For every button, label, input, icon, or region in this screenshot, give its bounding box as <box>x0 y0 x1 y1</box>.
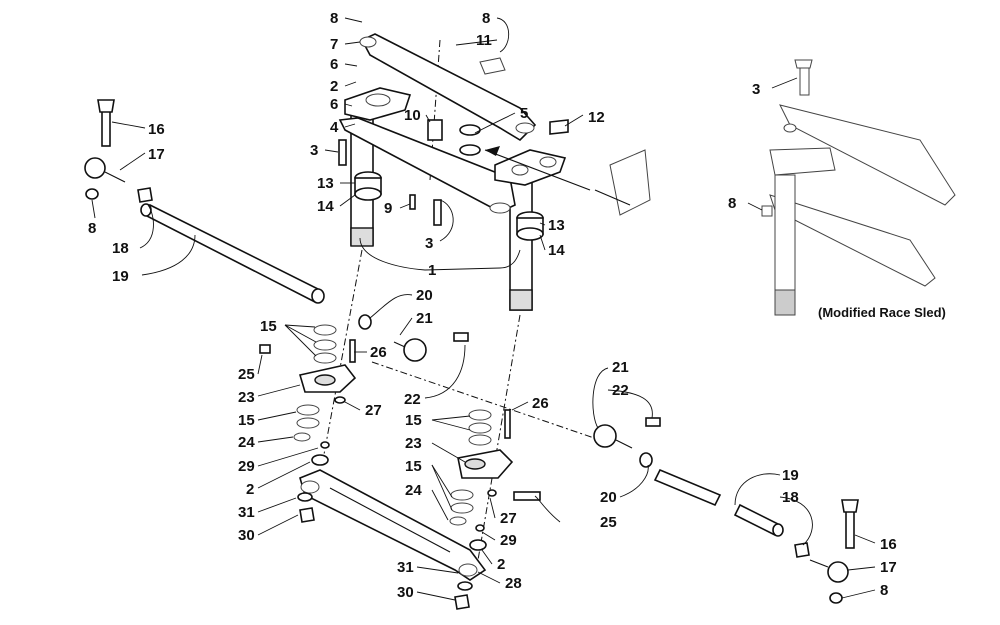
callout-25-right: 25 <box>600 514 617 531</box>
callout-29-left: 29 <box>238 458 255 475</box>
callout-2-left: 2 <box>246 481 254 498</box>
cap-12 <box>549 119 569 135</box>
callout-25-left: 25 <box>238 366 255 383</box>
callout-8-top: 8 <box>330 10 338 27</box>
callout-6-a: 6 <box>330 56 338 73</box>
bolt-3b <box>433 199 442 226</box>
tie-rod-end-right <box>809 499 859 604</box>
callout-labels: 8 7 6 2 6 4 3 13 14 8 11 10 5 12 9 3 13 … <box>88 10 897 601</box>
bolt-3 <box>338 139 347 166</box>
callout-15-d: 15 <box>405 458 422 475</box>
bushing-left <box>354 171 382 201</box>
callout-8-left: 8 <box>88 220 96 237</box>
adjuster-20-left <box>358 314 372 330</box>
adjuster-20-right <box>639 452 653 468</box>
callout-19-right: 19 <box>782 467 799 484</box>
callout-8-inset: 8 <box>728 195 736 212</box>
callout-30-right: 30 <box>397 584 414 601</box>
race-sled-inset <box>761 59 956 316</box>
callout-24-right: 24 <box>405 482 422 499</box>
tie-rod-end-right-inner <box>593 417 661 449</box>
callout-23-left: 23 <box>238 389 255 406</box>
leader-lines <box>91 17 876 601</box>
callout-5: 5 <box>520 105 528 122</box>
handlebar-stub <box>484 146 651 216</box>
inset-caption: (Modified Race Sled) <box>818 305 946 320</box>
nut-30-right <box>454 594 470 610</box>
callout-9: 9 <box>384 200 392 217</box>
washer-31-left <box>297 492 313 502</box>
callout-14-left: 14 <box>317 198 334 215</box>
callout-8-top-right: 8 <box>482 10 490 27</box>
callout-14-right: 14 <box>548 242 565 259</box>
tie-rod-end-left <box>84 99 153 203</box>
callout-16-right: 16 <box>880 536 897 553</box>
callout-27-right: 27 <box>500 510 517 527</box>
assembly-line-tierod-center <box>371 361 601 441</box>
callout-29-right: 29 <box>500 532 517 549</box>
callout-16-left: 16 <box>148 121 165 138</box>
drag-link <box>299 469 487 581</box>
callout-8-right: 8 <box>880 582 888 599</box>
washer-31-right <box>457 581 473 591</box>
spacer-10 <box>427 119 443 141</box>
callout-4: 4 <box>330 119 339 136</box>
callout-17-left: 17 <box>148 146 165 163</box>
callout-26-left: 26 <box>370 344 387 361</box>
callout-21-right: 21 <box>612 359 629 376</box>
pitman-arm-left <box>259 324 469 442</box>
clamp-5 <box>459 124 481 136</box>
callout-6-b: 6 <box>330 96 338 113</box>
callout-22-right: 22 <box>612 382 629 399</box>
callout-31-left: 31 <box>238 504 255 521</box>
callout-3-center: 3 <box>425 235 433 252</box>
callout-10: 10 <box>404 107 421 124</box>
callout-23-right: 23 <box>405 435 422 452</box>
lower-bracket-plate <box>338 117 516 214</box>
upper-bracket <box>359 33 537 142</box>
callout-30-left: 30 <box>238 527 255 544</box>
callout-15-b: 15 <box>238 412 255 429</box>
screw-9 <box>409 194 416 210</box>
callout-26-right: 26 <box>532 395 549 412</box>
steering-arm-upper <box>344 87 412 121</box>
callout-18-right: 18 <box>782 489 799 506</box>
callout-13-left: 13 <box>317 175 334 192</box>
callout-21-left: 21 <box>416 310 433 327</box>
callout-1: 1 <box>428 262 436 279</box>
callout-13-right: 13 <box>548 217 565 234</box>
assembly-line-right <box>477 314 521 561</box>
nut-30-left <box>299 507 315 523</box>
bushing-right <box>516 211 544 241</box>
tie-rod-left <box>140 203 325 304</box>
callout-22-left: 22 <box>404 391 421 408</box>
callout-24-left: 24 <box>238 434 255 451</box>
tie-rod-right <box>653 468 810 558</box>
callout-2-top: 2 <box>330 78 338 95</box>
pitman-arm-right <box>449 409 541 551</box>
washer-2 <box>311 454 329 466</box>
callout-15-c: 15 <box>405 412 422 429</box>
callout-28: 28 <box>505 575 522 592</box>
callout-20-left: 20 <box>416 287 433 304</box>
callout-31-right: 31 <box>397 559 414 576</box>
callout-19-left: 19 <box>112 268 129 285</box>
callout-18-left: 18 <box>112 240 129 257</box>
callout-20-right: 20 <box>600 489 617 506</box>
washer-29 <box>320 441 330 449</box>
callout-11: 11 <box>476 32 492 49</box>
callout-27-left: 27 <box>365 402 382 419</box>
callout-3-inset: 3 <box>752 81 760 98</box>
callout-2-right: 2 <box>497 556 505 573</box>
callout-15-a: 15 <box>260 318 277 335</box>
callout-3-left: 3 <box>310 142 318 159</box>
callout-12: 12 <box>588 109 605 126</box>
callout-7: 7 <box>330 36 338 53</box>
callout-17-right: 17 <box>880 559 897 576</box>
assembly-line-left <box>321 249 363 466</box>
